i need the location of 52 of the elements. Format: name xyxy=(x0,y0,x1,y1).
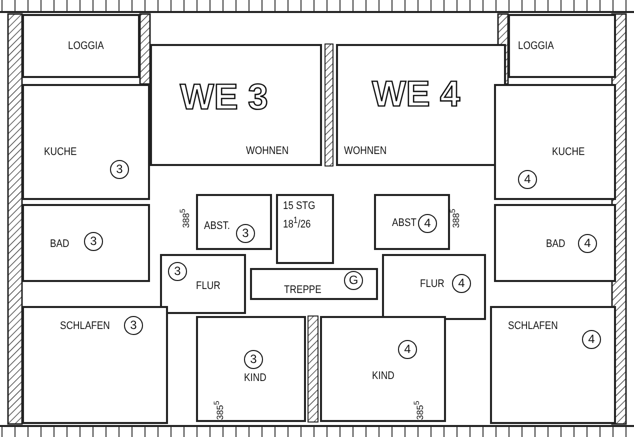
room-label: FLUR xyxy=(420,278,444,291)
room-label: SCHLAFEN xyxy=(60,320,110,333)
room-outline xyxy=(336,44,506,166)
room-label: BAD xyxy=(546,238,566,251)
room-outline xyxy=(374,194,450,250)
room-label: KUCHE xyxy=(44,146,77,159)
room-label: KUCHE xyxy=(552,146,585,159)
apartment-label: WE 3 xyxy=(180,78,268,116)
room-number: 3 xyxy=(124,316,143,335)
room-number: 3 xyxy=(236,224,255,243)
room-number: G xyxy=(344,271,363,290)
room-label: LOGGIA xyxy=(518,40,554,53)
room-number: 4 xyxy=(452,274,471,293)
room-outline xyxy=(320,316,446,422)
room-number: 3 xyxy=(110,160,129,179)
room-label: LOGGIA xyxy=(68,40,104,53)
stair-area xyxy=(250,268,378,300)
room-outline xyxy=(494,84,616,200)
room-number: 3 xyxy=(84,232,103,251)
room-label: WOHNEN xyxy=(246,145,289,158)
room-outline xyxy=(490,306,616,424)
room-label: KIND xyxy=(372,370,394,383)
room-label: WOHNEN xyxy=(344,145,387,158)
room-outline xyxy=(22,306,168,424)
room-label: 18$^{1}$/26 xyxy=(283,214,311,232)
room-outline xyxy=(22,204,150,282)
room-outline xyxy=(22,84,150,200)
room-label: TREPPE xyxy=(284,284,322,297)
room-label: KIND xyxy=(244,372,266,385)
room-number: 4 xyxy=(578,234,597,253)
room-outline xyxy=(382,254,486,320)
room-label: BAD xyxy=(50,238,70,251)
room-outline xyxy=(494,204,616,282)
room-outline xyxy=(196,194,272,250)
stair-area xyxy=(276,194,334,264)
room-number: 4 xyxy=(398,340,417,359)
room-label: FLUR xyxy=(196,280,220,293)
room-outline xyxy=(150,44,322,166)
room-label: ABST. xyxy=(204,220,230,233)
room-label: ABST xyxy=(392,217,416,230)
loggia-area xyxy=(22,14,140,78)
room-outline xyxy=(160,254,246,314)
loggia-area xyxy=(508,14,616,78)
room-number: 3 xyxy=(244,350,263,369)
room-outline xyxy=(196,316,306,422)
apartment-label: WE 4 xyxy=(372,75,460,113)
room-label: SCHLAFEN xyxy=(508,320,558,333)
room-label: 15 STG xyxy=(283,200,316,213)
room-number: 4 xyxy=(418,214,437,233)
room-number: 4 xyxy=(582,330,601,349)
room-number: 3 xyxy=(168,262,187,281)
room-number: 4 xyxy=(518,170,537,189)
